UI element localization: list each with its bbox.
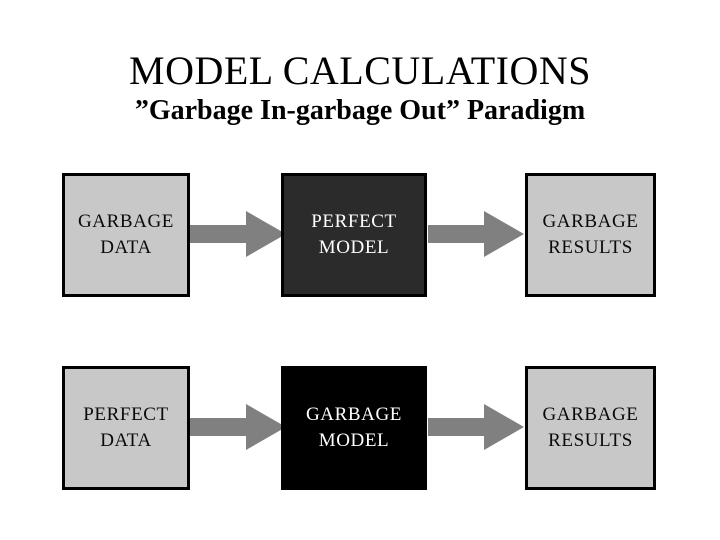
- node-garbage-data[interactable]: GARBAGE DATA: [62, 173, 190, 297]
- node-label-line2: RESULTS: [548, 430, 633, 451]
- arrow-model-to-results-2: [428, 404, 524, 450]
- node-label-line1: GARBAGE: [542, 211, 639, 232]
- node-label-line1: PERFECT: [311, 211, 397, 232]
- node-garbage-model[interactable]: GARBAGE MODEL: [281, 366, 427, 490]
- node-perfect-data[interactable]: PERFECT DATA: [62, 366, 190, 490]
- node-perfect-model[interactable]: PERFECT MODEL: [281, 173, 427, 297]
- node-label-line1: GARBAGE: [77, 211, 175, 232]
- arrow-data-to-model-2: [190, 404, 286, 450]
- node-label-line1: GARBAGE: [542, 404, 639, 425]
- arrow-model-to-results: [428, 211, 524, 257]
- flow-row-perfect-model: GARBAGE DATA PERFECT MODEL GARBAGE RESUL…: [0, 173, 720, 297]
- node-label-line2: DATA: [100, 237, 152, 258]
- node-label-line1: PERFECT: [83, 404, 169, 425]
- node-label-line2: RESULTS: [548, 237, 633, 258]
- flow-row-garbage-model: PERFECT DATA GARBAGE MODEL GARBAGE RESUL…: [0, 366, 720, 490]
- arrow-data-to-model: [190, 211, 286, 257]
- node-garbage-results-1[interactable]: GARBAGE RESULTS: [525, 173, 656, 297]
- page-subtitle: ”Garbage In-garbage Out” Paradigm: [134, 95, 586, 126]
- node-label-line2: MODEL: [318, 237, 390, 258]
- title-block: MODEL CALCULATIONS ”Garbage In-garbage O…: [0, 50, 720, 128]
- page-title: MODEL CALCULATIONS: [129, 48, 591, 93]
- node-label-line1: GARBAGE: [305, 404, 403, 425]
- node-label-line2: MODEL: [318, 430, 390, 451]
- node-label-line2: DATA: [100, 430, 152, 451]
- node-garbage-results-2[interactable]: GARBAGE RESULTS: [525, 366, 656, 490]
